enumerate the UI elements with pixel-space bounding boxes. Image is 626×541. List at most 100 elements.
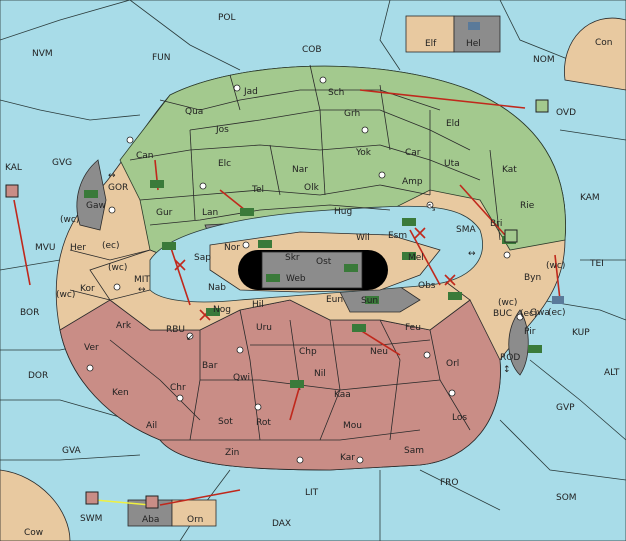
double-arrow-gor: ↔ <box>108 171 116 181</box>
region-label-aba: Aba <box>142 515 159 525</box>
region-label-gva: GVA <box>62 446 82 456</box>
region-label-rbu: RBU <box>166 325 185 335</box>
region-label-hel: Hel <box>466 39 481 49</box>
region-label-mou: Mou <box>343 421 362 431</box>
army-unit[interactable] <box>206 308 220 316</box>
region-label-kor: Kor <box>80 284 95 294</box>
region-label-yok: Yok <box>355 148 372 158</box>
region-label-kal: KAL <box>5 163 22 173</box>
region-label-hil: Hil <box>252 300 264 310</box>
region-label-tei: TEI <box>589 259 604 269</box>
region-label-qua: Qua <box>185 107 203 117</box>
region-label-nog: Nog <box>213 305 231 315</box>
fleet-unit[interactable] <box>85 491 99 505</box>
region-label-ost: Ost <box>316 257 332 267</box>
region-label-wc: (wc) <box>60 215 79 225</box>
region-label-nor: Nor <box>224 243 240 253</box>
region-label-rot: Rot <box>256 418 271 428</box>
orders <box>13 89 561 506</box>
region-label-gaw: Gaw <box>86 201 106 211</box>
region-label-kat: Kat <box>502 165 517 175</box>
region-label-jad: Jad <box>243 87 258 97</box>
army-unit[interactable] <box>448 292 462 300</box>
region-label-som: SOM <box>556 493 577 503</box>
region-label-lit: LIT <box>305 488 319 498</box>
region-orn[interactable] <box>171 499 217 527</box>
region-label-ver: Ver <box>84 343 99 353</box>
region-label-zin: Zin <box>225 448 239 458</box>
region-label-nil: Nil <box>314 369 326 379</box>
region-label-uru: Uru <box>256 323 272 333</box>
army-unit[interactable] <box>266 274 280 282</box>
double-arrow-se: ⤡ <box>428 203 435 213</box>
region-label-bar: Bar <box>202 361 218 371</box>
region-label-obs: Obs <box>418 281 436 291</box>
region-label-sot: Sot <box>218 417 233 427</box>
region-label-bri: Bri <box>490 219 502 229</box>
region-label-qwi: Qwi <box>233 373 250 383</box>
fleet-unit[interactable] <box>145 495 159 509</box>
region-label-wc: (wc) <box>56 290 75 300</box>
region-label-sam: Sam <box>404 446 424 456</box>
region-label-feu: Feu <box>405 323 421 333</box>
fleet-unit[interactable] <box>552 296 564 304</box>
region-label-sap: Sap <box>194 253 211 263</box>
region-label-amp: Amp <box>402 177 423 187</box>
region-con[interactable] <box>564 17 626 91</box>
region-label-mvu: MVU <box>35 243 56 253</box>
region-label-car: Car <box>405 148 421 158</box>
region-label-chp: Chp <box>299 347 317 357</box>
region-label-sma: SMA <box>456 225 476 235</box>
region-elf[interactable] <box>405 15 455 53</box>
region-label-eld: Eld <box>446 119 460 129</box>
fleet-unit[interactable] <box>468 22 480 30</box>
region-label-elc: Elc <box>218 159 231 169</box>
region-label-nom: NOM <box>533 55 555 65</box>
fleet-unit[interactable] <box>5 184 19 198</box>
army-unit[interactable] <box>402 252 416 260</box>
double-arrow-mit: ↔ <box>138 285 146 295</box>
army-unit[interactable] <box>258 240 272 248</box>
region-label-ail: Ail <box>146 421 157 431</box>
double-arrow-sma: ↔ <box>468 249 476 259</box>
region-label-ovd: OVD <box>556 108 576 118</box>
sea-labels: POL NVM FUN COB NOM Con KAL GVG GOR MVU … <box>5 13 620 538</box>
region-label-mel: Mel <box>408 253 424 263</box>
region-pir[interactable] <box>508 309 529 376</box>
region-label-lan: Lan <box>202 208 218 218</box>
region-label-wil: Wil <box>356 233 370 243</box>
land-labels: Jad Sch Qua Jos Grh Eld Can Elc Nar Yok … <box>70 39 550 525</box>
supply-centers <box>86 76 524 464</box>
army-unit[interactable] <box>352 324 366 332</box>
fleet-unit[interactable] <box>504 229 518 243</box>
region-label-wc: (wc) <box>108 263 127 273</box>
region-label-swm: SWM <box>80 514 102 524</box>
region-label-her: Her <box>70 243 86 253</box>
army-unit[interactable] <box>84 190 98 198</box>
army-unit[interactable] <box>162 242 176 250</box>
region-label-kam: KAM <box>580 193 600 203</box>
army-unit[interactable] <box>290 380 304 388</box>
region-label-elf: Elf <box>425 39 437 49</box>
army-unit[interactable] <box>344 264 358 272</box>
region-label-wc: (wc) <box>498 298 517 308</box>
region-label-wc: (wc) <box>546 261 565 271</box>
army-unit[interactable] <box>402 218 416 226</box>
army-unit[interactable] <box>240 208 254 216</box>
region-label-chr: Chr <box>170 383 186 393</box>
region-label-con: Con <box>595 38 613 48</box>
region-label-ken: Ken <box>112 388 129 398</box>
fleet-unit[interactable] <box>535 99 549 113</box>
region-label-sch: Sch <box>328 88 344 98</box>
army-unit[interactable] <box>150 180 164 188</box>
region-label-byn: Byn <box>524 273 541 283</box>
province-borders <box>69 64 501 441</box>
region-label-neu: Neu <box>370 347 388 357</box>
army-unit[interactable] <box>528 345 542 353</box>
region-label-eun: Eun <box>326 295 343 305</box>
army-unit[interactable] <box>365 296 379 304</box>
region-label-kaa: Kaa <box>334 390 351 400</box>
double-arrow-rod: ↕ <box>503 365 511 375</box>
region-label-fro: FRO <box>440 478 459 488</box>
